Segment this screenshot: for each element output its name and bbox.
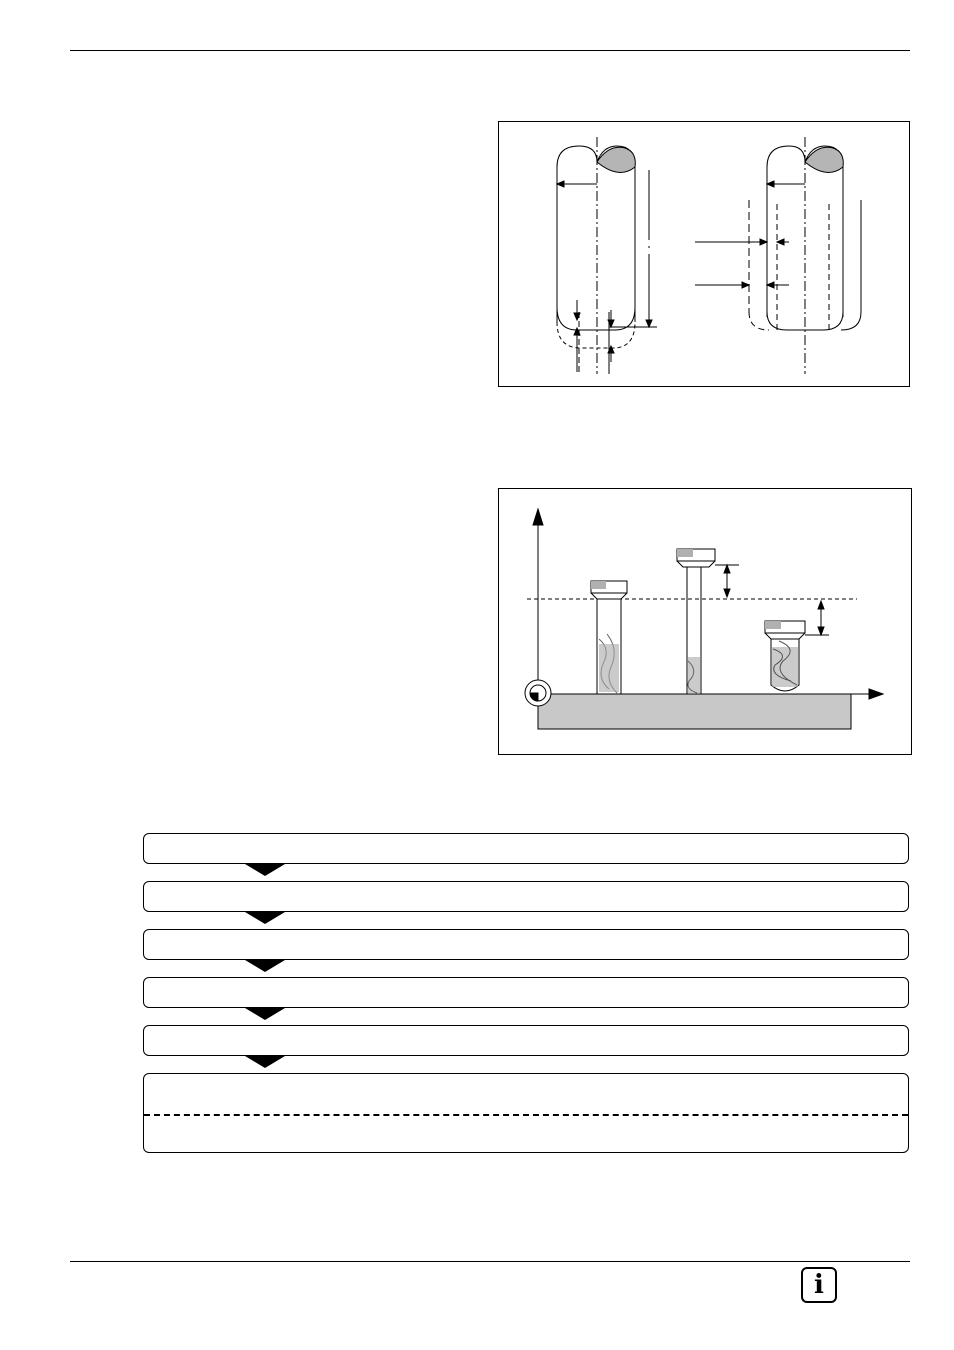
flow-step-1: [143, 833, 909, 864]
flow-step-4: [143, 977, 909, 1008]
tool-reference-diagram: [524, 507, 885, 730]
tool-length-radius-diagram: [555, 137, 862, 374]
info-icon: i: [801, 1267, 837, 1303]
flow-step-2: [143, 881, 909, 912]
tool-length-radius-figure: [498, 121, 910, 387]
flow-arrow-4: [245, 1008, 285, 1020]
flow-step-6: [143, 1073, 909, 1153]
header-rule: [70, 50, 910, 51]
flow-arrow-3: [245, 960, 285, 972]
flow-arrow-5: [245, 1056, 285, 1068]
flow-arrow-2: [245, 912, 285, 924]
flow-step-6-divider: [144, 1114, 908, 1116]
tool-reference-figure: [498, 488, 912, 755]
flow-step-5: [143, 1025, 909, 1056]
info-icon-glyph: i: [814, 1270, 824, 1300]
footer-rule: [70, 1261, 910, 1262]
flow-step-3: [143, 929, 909, 960]
flow-arrow-1: [245, 864, 285, 876]
